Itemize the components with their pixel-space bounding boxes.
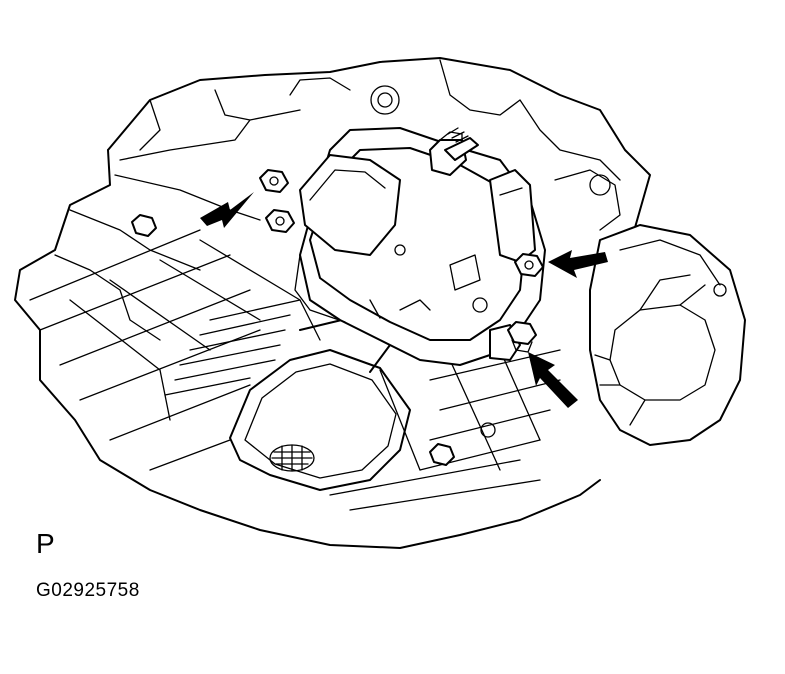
bolt-right: [514, 253, 544, 277]
transaxle-case: [14, 57, 651, 549]
bolt-left: [265, 209, 295, 233]
strainer-mesh: [271, 444, 313, 472]
callout-arrows: [200, 192, 608, 408]
case-bolts: [131, 214, 496, 466]
valve-body-bolts: [259, 169, 544, 353]
oil-pan-ribs: [29, 229, 561, 511]
figure-id: G02925758: [36, 580, 140, 601]
valve-body-assembly: [294, 127, 546, 366]
bolt-lower-right: [507, 321, 537, 353]
view-label: P: [36, 528, 55, 559]
bolt-upper-left: [259, 169, 289, 193]
arrow-icon: [528, 352, 578, 408]
arrow-icon: [548, 250, 608, 278]
arrow-icon: [200, 192, 254, 228]
oil-filter: [589, 224, 746, 446]
oil-strainer: [164, 299, 411, 491]
